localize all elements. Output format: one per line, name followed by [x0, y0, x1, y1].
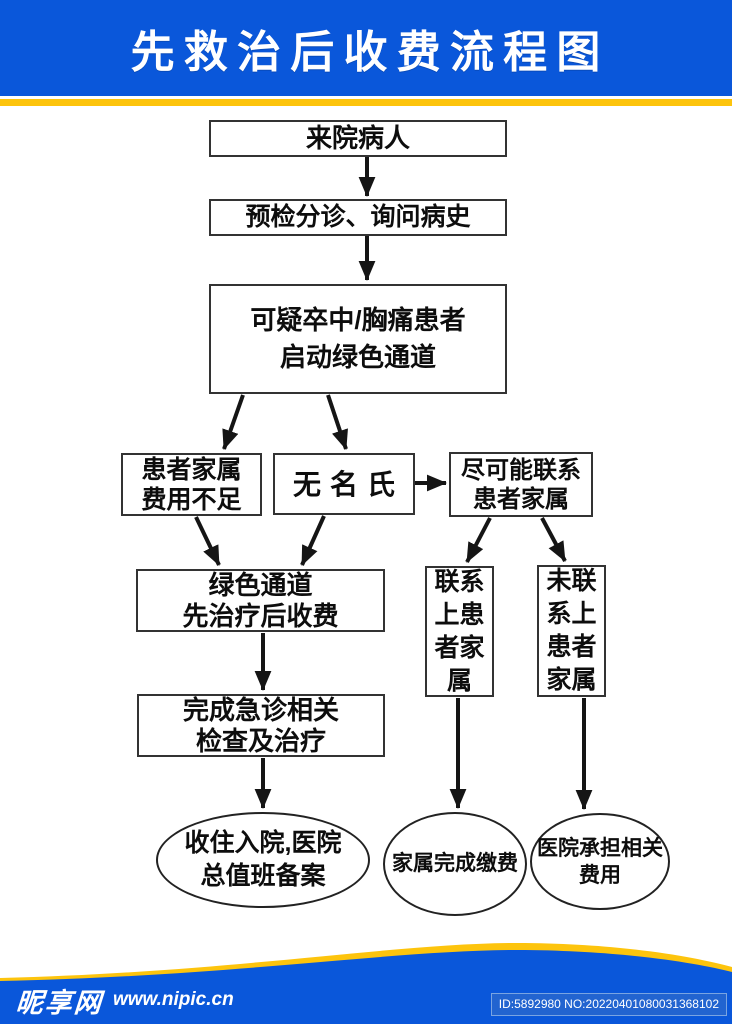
node-complete-exam: 完成急诊相关 检查及治疗 — [137, 694, 385, 757]
site-url: www.nipic.cn — [113, 989, 234, 1010]
node-suspect-green-channel: 可疑卒中/胸痛患者 启动绿色通道 — [209, 284, 507, 394]
image-id-badge: ID:5892980 NO:20220401080031368102 — [490, 993, 727, 1016]
edge-suspect-anonymous — [326, 394, 348, 450]
page-title: 先 救 治 后 收 费 流 程 图 — [130, 28, 602, 77]
edge-underfunded-green — [194, 516, 221, 566]
node-hospital-bears-cost: 医院承担相关 费用 — [530, 813, 670, 910]
site-logo: 昵享网 — [14, 987, 104, 1018]
edge-suspect-underfunded — [222, 394, 245, 450]
node-green-channel-treat-first: 绿色通道 先治疗后收费 — [136, 569, 385, 632]
node-anonymous: 无名氏 — [273, 453, 415, 515]
node-family-paid: 家属完成缴费 — [383, 812, 527, 916]
node-not-contacted-family: 未联系上患者家属 — [537, 565, 606, 697]
edge-contact-contacted — [465, 517, 492, 563]
node-arrive: 来院病人 — [209, 120, 507, 157]
node-triage: 预检分诊、询问病史 — [209, 199, 507, 236]
header-yellow-stripe — [0, 99, 732, 106]
header-banner: 先 救 治 后 收 费 流 程 图 — [0, 0, 732, 96]
footer-brand: 昵享网 www.nipic.cn — [14, 982, 234, 1018]
node-family-underfunded: 患者家属 费用不足 — [121, 453, 262, 516]
edge-anonymous-green — [300, 515, 326, 566]
node-contact-family: 尽可能联系 患者家属 — [449, 452, 593, 517]
node-contacted-family: 联系上患者家属 — [425, 566, 494, 697]
edge-contact-notcontacted — [540, 517, 567, 562]
node-admit-record: 收住入院,医院 总值班备案 — [156, 812, 370, 908]
